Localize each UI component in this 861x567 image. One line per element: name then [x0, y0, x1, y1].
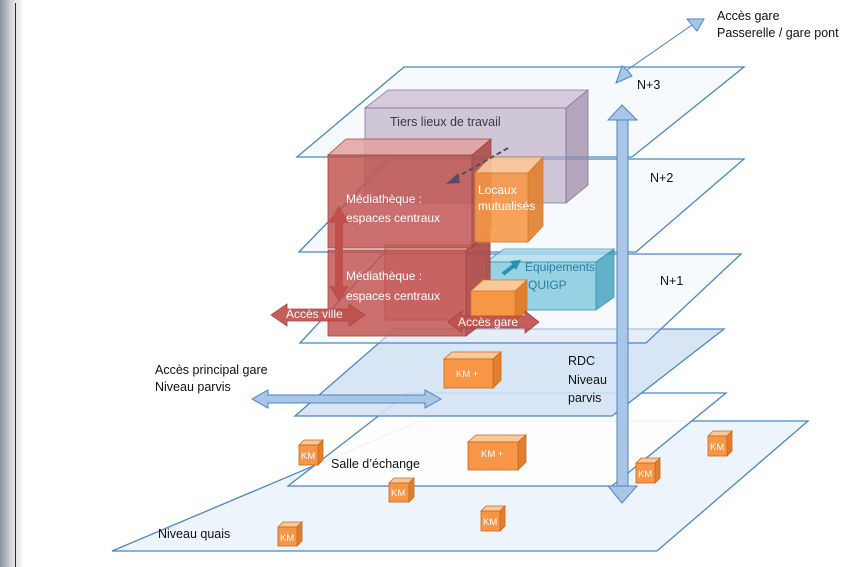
equipements-label-2: QUIGP — [528, 278, 567, 292]
red-vertical-double-arrow — [329, 205, 349, 302]
link-arrow-tiers — [451, 147, 509, 181]
tiers-label: Tiers lieux de travail — [390, 115, 501, 129]
mediatheque-haut-label-2: espaces centraux — [346, 211, 440, 225]
top-access-diagonal-arrow — [615, 18, 705, 84]
rdc-label-1: RDC — [568, 354, 595, 368]
acces-gare-red-arrow: Accès gare — [447, 310, 540, 334]
level-n1-label: N+1 — [660, 274, 683, 288]
rdc-label-2: Niveau — [568, 373, 607, 387]
volume-mediatheque-haut: Médiathèque : espaces centraux — [326, 138, 493, 249]
mediatheque-haut-label-1: Médiathèque : — [346, 192, 422, 206]
acces-gare-red-label: Accès gare — [458, 315, 518, 329]
niveau-quais-label: Niveau quais — [158, 527, 230, 541]
km-cube-3: KM — [480, 505, 506, 532]
top-access-label-1: Accès gare — [717, 9, 780, 23]
km-plus-label-rdc: KM + — [456, 369, 479, 380]
frame-border — [15, 3, 16, 567]
km-label-3: KM — [483, 517, 497, 528]
km-label-4: KM — [280, 533, 294, 544]
km-label-6: KM — [710, 442, 724, 453]
acces-ville-label: Accès ville — [286, 307, 343, 321]
km-label-2: KM — [391, 488, 405, 499]
km-cube-2: KM — [388, 477, 415, 503]
km-label-1: KM — [301, 451, 315, 462]
km-label-5: KM — [638, 469, 652, 480]
km-plus-label-salle: KM + — [481, 449, 504, 460]
left-edge-background — [0, 0, 22, 567]
main-access-label-1: Accès principal gare — [155, 363, 268, 377]
km-cube-4: KM — [277, 521, 303, 547]
km-plus-cube-salle: KM + — [466, 434, 528, 471]
vertical-circulation-arrow — [606, 104, 639, 504]
mediatheque-bas-label-1: Médiathèque : — [346, 269, 422, 283]
mediatheque-bas-label-2: espaces centraux — [346, 289, 440, 303]
km-cube-1: KM — [298, 439, 324, 466]
acces-ville-arrow: Accès ville — [270, 303, 366, 327]
link-arrow-tiers-head — [446, 173, 460, 184]
km-cube-6: KM — [707, 430, 733, 457]
link-arrow-equipements-head — [510, 260, 521, 270]
level-n3-label: N+3 — [637, 78, 660, 92]
salle-echange-label: Salle d’échange — [331, 457, 420, 471]
locaux-label-1: Locaux — [478, 183, 517, 197]
level-n2-label: N+2 — [650, 171, 673, 185]
km-plus-cube-rdc: KM + — [442, 351, 503, 389]
main-access-horizontal-arrow — [250, 389, 443, 409]
main-access-label-2: Niveau parvis — [155, 380, 231, 394]
locaux-label-2: mutualisés — [478, 199, 535, 213]
km-cube-5: KM — [635, 457, 661, 484]
equipements-label-1: Equipements — [525, 260, 595, 274]
top-access-label-2: Passerelle / gare pont — [717, 26, 839, 40]
rdc-label-3: parvis — [568, 391, 601, 405]
volume-locaux-mutualises: Locaux mutualisés — [474, 155, 544, 244]
